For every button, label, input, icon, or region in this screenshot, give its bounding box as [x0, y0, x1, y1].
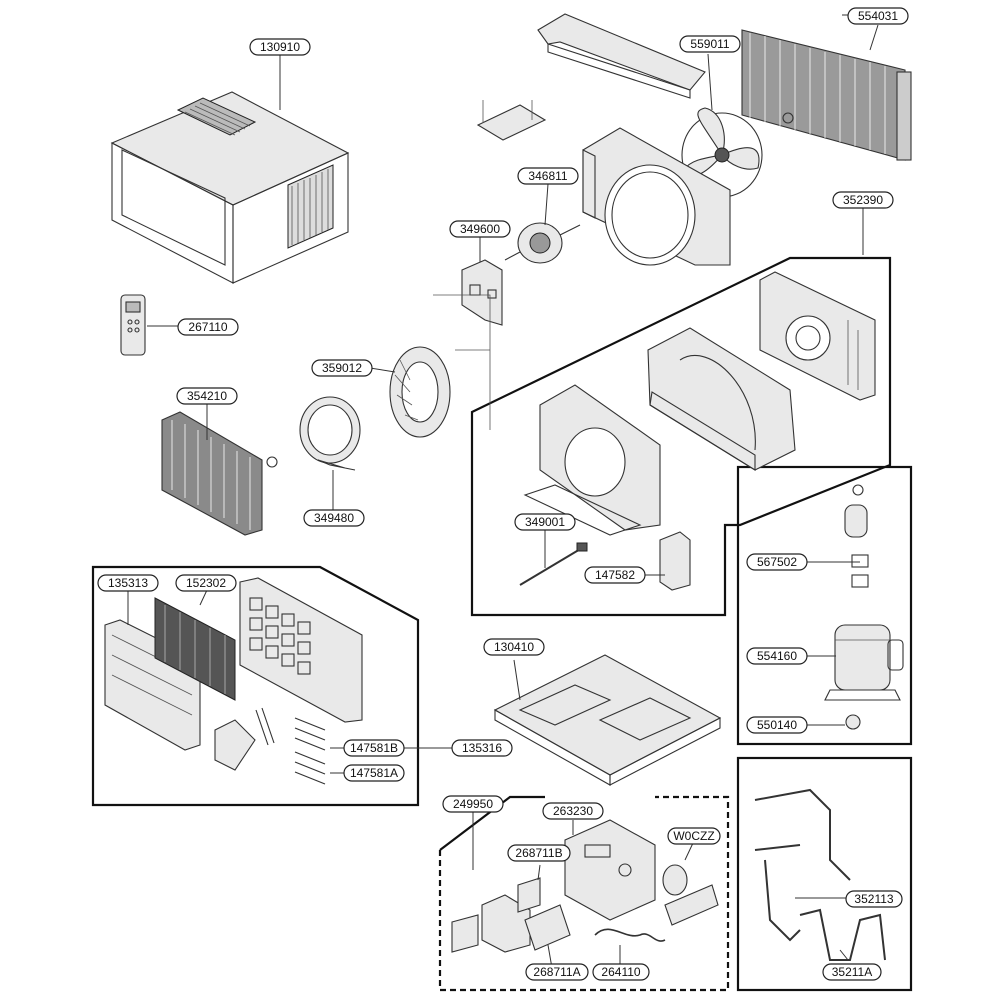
svg-text:349001: 349001 — [525, 515, 565, 529]
svg-text:264110: 264110 — [601, 965, 640, 979]
label-567502: 567502 — [746, 553, 808, 571]
condenser-coil-part — [741, 29, 912, 161]
compressor-group-outline — [736, 465, 913, 746]
svg-text:135313: 135313 — [108, 576, 148, 590]
grommet-part — [845, 714, 861, 730]
pipe-parts — [754, 788, 886, 961]
svg-text:263230: 263230 — [553, 804, 593, 818]
label-554160: 554160 — [746, 647, 808, 665]
svg-text:147581A: 147581A — [350, 766, 398, 780]
label-130910: 130910 — [249, 38, 311, 56]
svg-text:249950: 249950 — [453, 797, 493, 811]
svg-text:W0CZZ: W0CZZ — [673, 829, 714, 843]
svg-text:152302: 152302 — [186, 576, 226, 590]
motor-mount-part — [461, 259, 503, 326]
svg-text:346811: 346811 — [528, 169, 567, 183]
label-268711B: 268711B — [507, 844, 571, 862]
indoor-fan-group-outline — [470, 256, 892, 617]
label-550140: 550140 — [746, 716, 808, 734]
control-box-part — [564, 819, 656, 921]
label-152302: 152302 — [175, 574, 237, 592]
svg-text:267110: 267110 — [188, 320, 227, 334]
wire-harness-part — [594, 928, 666, 942]
label-249950: 249950 — [442, 795, 504, 813]
thermistor-part — [519, 542, 588, 586]
air-filter-part — [154, 597, 236, 701]
svg-text:559011: 559011 — [690, 37, 729, 51]
label-130410: 130410 — [483, 638, 545, 656]
piping-group-outline — [736, 756, 913, 992]
scroll-housing-part — [647, 327, 796, 471]
louver-parts — [214, 707, 326, 785]
label-354210: 354210 — [176, 387, 238, 405]
indoor-shroud-part — [759, 271, 876, 401]
label-349480: 349480 — [303, 509, 365, 527]
control-pcb-parts — [451, 877, 571, 953]
label-147581B: 147581B — [343, 739, 405, 757]
cabinet-part — [110, 91, 350, 284]
svg-text:147582: 147582 — [595, 568, 635, 582]
blower-wheel-part — [389, 346, 451, 438]
fan-motor-part — [504, 222, 581, 264]
svg-text:268711B: 268711B — [515, 846, 562, 860]
label-268711A: 268711A — [525, 963, 589, 981]
svg-text:349480: 349480 — [314, 511, 354, 525]
remote-control-part — [120, 294, 146, 356]
label-263230: 263230 — [542, 802, 604, 820]
label-135313: 135313 — [97, 574, 159, 592]
label-W0CZZ: W0CZZ — [667, 827, 721, 845]
svg-text:567502: 567502 — [757, 555, 797, 569]
front-grille-group-outline — [91, 565, 420, 807]
control-group-outline-solid — [439, 795, 545, 851]
capacitor-parts — [844, 484, 869, 588]
front-frame-part — [239, 577, 363, 723]
orifice-ring-part — [299, 396, 361, 471]
label-264110: 264110 — [592, 963, 650, 981]
label-349600: 349600 — [449, 220, 511, 238]
base-pan-part — [493, 654, 722, 786]
label-554031: 554031 — [847, 7, 909, 25]
svg-text:354210: 354210 — [187, 389, 227, 403]
svg-text:130410: 130410 — [494, 640, 534, 654]
evaporator-coil-part — [161, 411, 278, 536]
compressor-part — [824, 624, 904, 701]
label-559011: 559011 — [679, 35, 741, 53]
shroud-part — [582, 127, 731, 266]
svg-text:35211A: 35211A — [832, 965, 872, 979]
top-bracket-part — [537, 13, 706, 99]
control-group-outline-dashed — [438, 795, 730, 992]
front-bracket-part — [523, 384, 661, 536]
mount-bracket-part — [476, 100, 547, 141]
label-147581A: 147581A — [343, 764, 405, 782]
svg-text:352113: 352113 — [854, 892, 893, 906]
capacitor-control-part — [662, 864, 719, 926]
label-349001: 349001 — [514, 513, 576, 531]
label-267110: 267110 — [177, 318, 239, 336]
label-359012: 359012 — [311, 359, 373, 377]
svg-text:554160: 554160 — [757, 649, 797, 663]
label-147582: 147582 — [584, 566, 646, 584]
svg-text:550140: 550140 — [757, 718, 797, 732]
label-352390: 352390 — [832, 191, 894, 209]
label-35211A: 35211A — [822, 963, 882, 981]
svg-text:268711A: 268711A — [533, 965, 580, 979]
svg-text:359012: 359012 — [322, 361, 362, 375]
label-346811: 346811 — [517, 167, 579, 185]
control-knob-part — [659, 531, 691, 591]
svg-text:130910: 130910 — [260, 40, 300, 54]
label-352113: 352113 — [845, 890, 903, 908]
svg-text:352390: 352390 — [843, 193, 883, 207]
svg-text:349600: 349600 — [460, 222, 500, 236]
label-135316: 135316 — [451, 739, 513, 757]
assembly-line — [433, 294, 491, 430]
svg-text:147581B: 147581B — [350, 741, 398, 755]
svg-text:135316: 135316 — [462, 741, 502, 755]
svg-text:554031: 554031 — [858, 9, 898, 23]
